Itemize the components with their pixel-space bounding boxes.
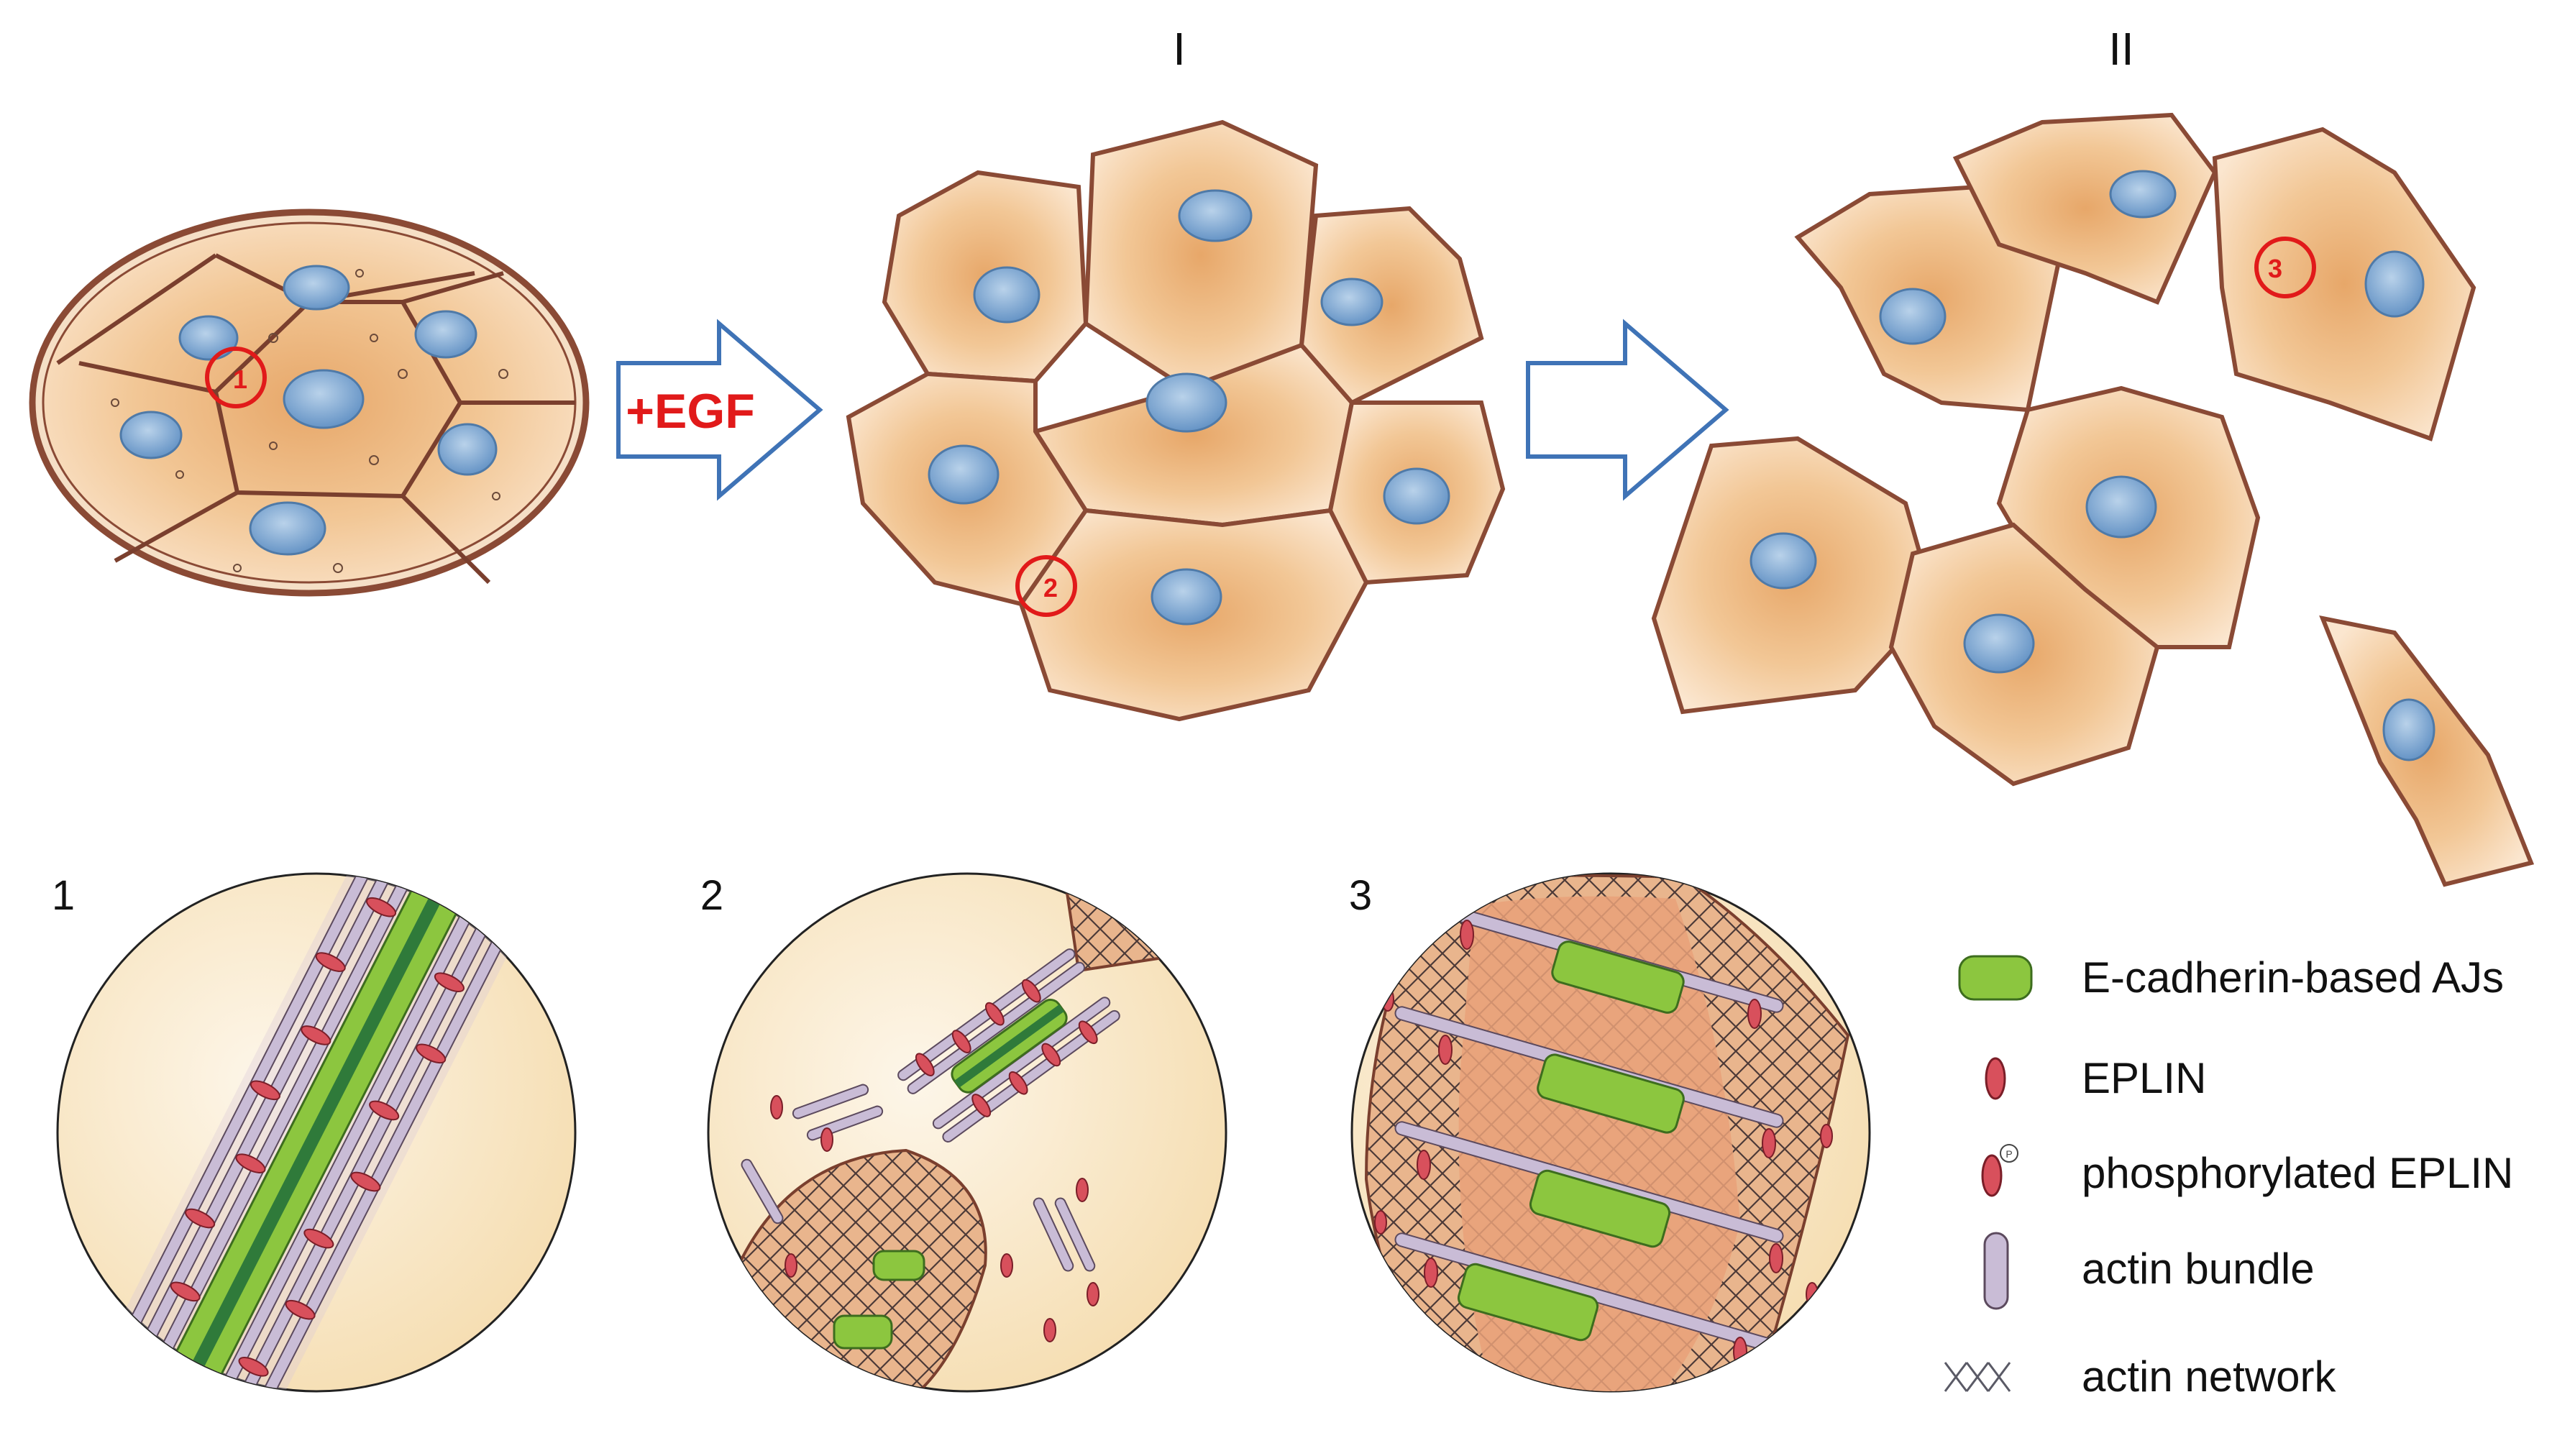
legend-item-actin-network: actin network	[1944, 1352, 2336, 1401]
legend-item-actin-bundle: actin bundle	[1983, 1232, 2315, 1310]
stage-one-label: I	[1173, 23, 1186, 75]
actin-bundle-icon	[1983, 1232, 2009, 1310]
zoom-panel-3-label: 3	[1349, 872, 1372, 919]
legend-label-actin-bundle: actin bundle	[2082, 1245, 2315, 1293]
zoom-panel-1-label: 1	[52, 872, 75, 919]
legend-item-e-cadherin: E-cadherin-based AJs	[1958, 953, 2504, 1002]
e-cadherin-aj-icon	[1958, 955, 2033, 1001]
eplin-icon	[1985, 1057, 2006, 1100]
stage-two-scattered-cells	[1651, 112, 2535, 887]
zoom-panel-2-label: 2	[700, 872, 723, 919]
junction-marker-1-label: 1	[233, 365, 247, 394]
legend-label-e-cadherin: E-cadherin-based AJs	[2082, 953, 2504, 1002]
egf-label: +EGF	[626, 384, 755, 439]
legend-item-eplin: EPLIN	[1985, 1054, 2206, 1102]
legend-item-phosphorylated-eplin: P phosphorylated EPLIN	[1981, 1144, 2513, 1197]
junction-marker-2-label: 2	[1043, 573, 1058, 603]
stage-two-label: II	[2108, 23, 2134, 75]
junction-marker-3: 3	[2254, 237, 2316, 298]
junction-marker-2: 2	[1015, 555, 1077, 617]
zoom-panel-3	[1350, 872, 1871, 1393]
zoom-panel-2	[707, 872, 1227, 1393]
junction-marker-3-label: 3	[2268, 254, 2282, 283]
legend-label-eplin: EPLIN	[2082, 1054, 2206, 1102]
junction-marker-1: 1	[205, 347, 267, 408]
progression-arrow	[1526, 319, 1729, 501]
actin-network-icon	[1944, 1362, 2011, 1392]
stage-one-cell-cluster	[846, 119, 1506, 722]
legend-label-phosphorylated-eplin: phosphorylated EPLIN	[2082, 1149, 2513, 1197]
epithelial-cell-sheet	[29, 209, 590, 597]
egf-treatment-arrow: +EGF	[616, 319, 823, 501]
legend: E-cadherin-based AJs EPLIN P phosphoryla…	[1944, 953, 2513, 1401]
phosphorylated-eplin-icon: P	[1981, 1144, 2018, 1197]
svg-text:P: P	[2005, 1148, 2012, 1160]
zoom-panel-1	[56, 872, 577, 1393]
legend-label-actin-network: actin network	[2082, 1352, 2336, 1401]
